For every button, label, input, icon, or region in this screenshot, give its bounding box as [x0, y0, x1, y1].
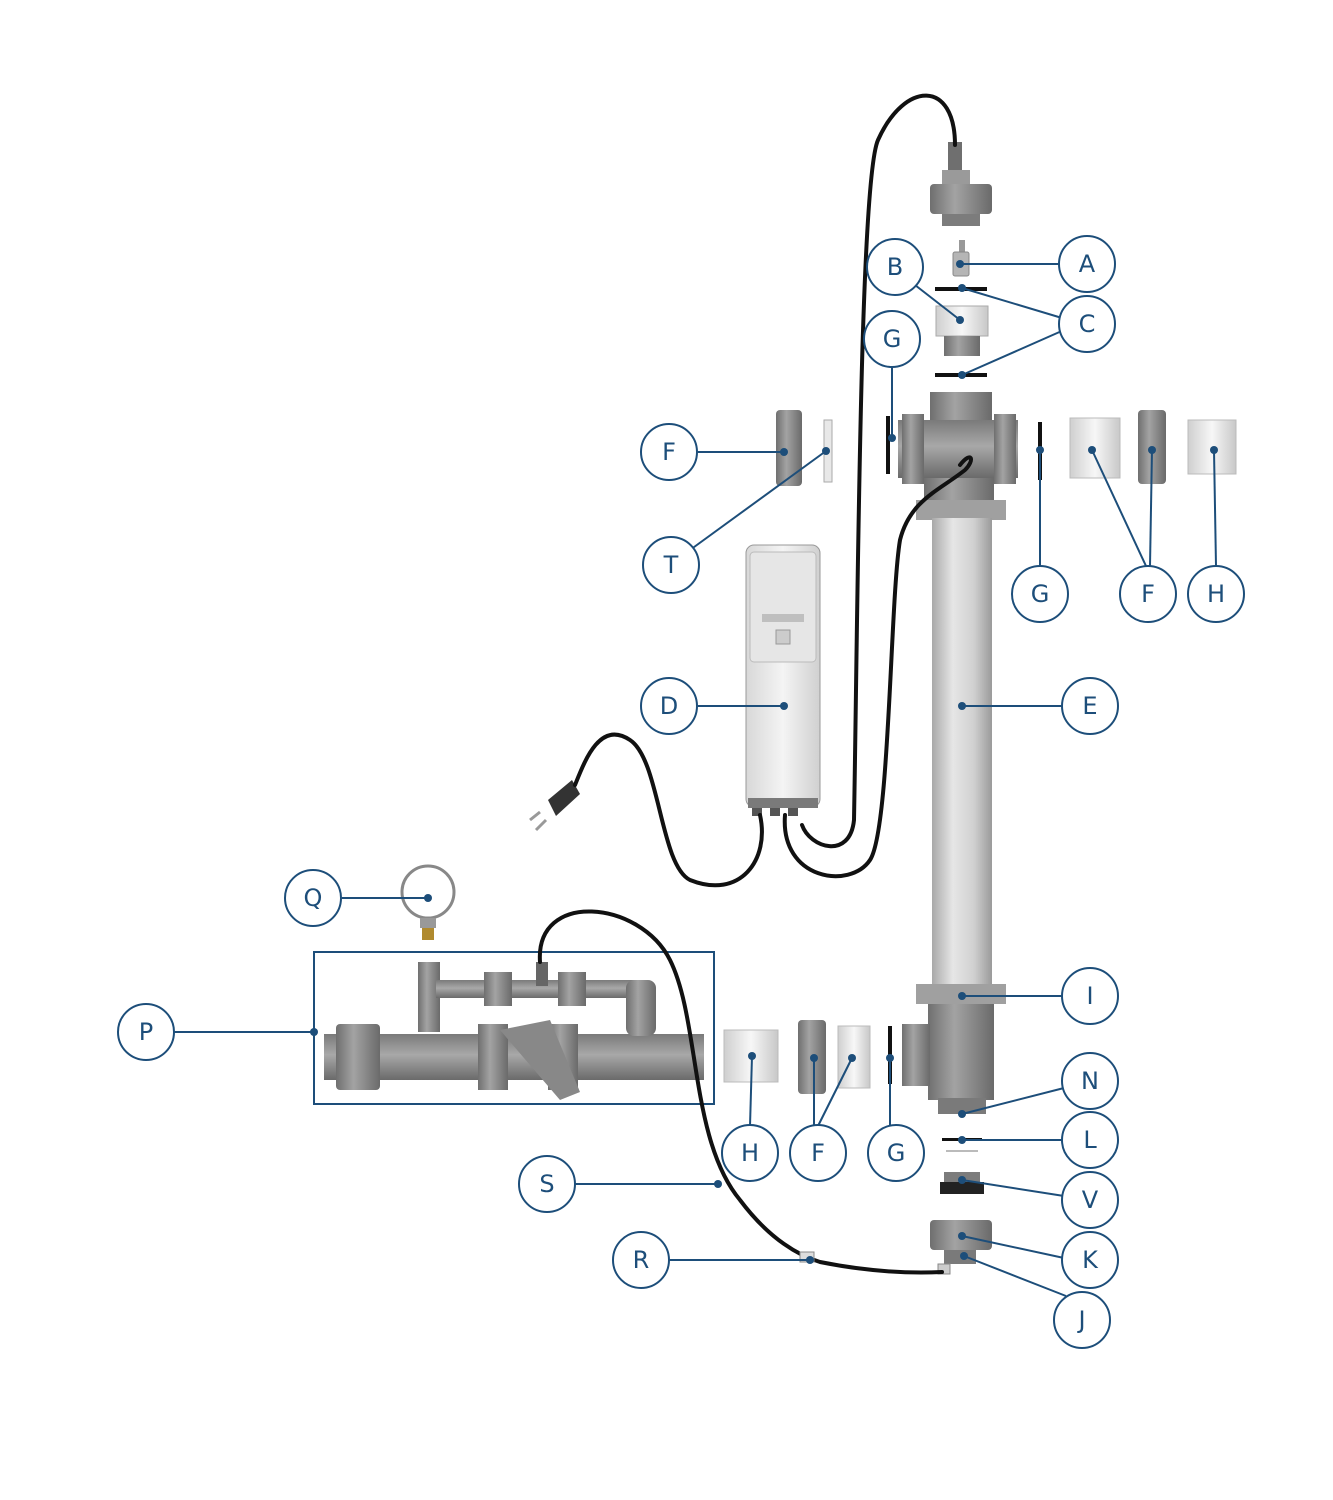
callout-L-label: L	[1083, 1126, 1097, 1154]
adapter-right	[1187, 419, 1237, 475]
washer-bottom	[946, 1150, 978, 1152]
bottom-cap	[930, 1220, 992, 1275]
callout-B: B	[866, 238, 924, 296]
callout-H-right: H	[1187, 565, 1245, 623]
callout-F-bottom-label: F	[811, 1139, 825, 1167]
callout-R: R	[612, 1231, 670, 1289]
callout-G-top-label: G	[883, 325, 902, 353]
sensor-cable-upper	[782, 455, 973, 879]
callout-F-bottom: F	[789, 1124, 847, 1182]
callout-B-label: B	[887, 253, 903, 281]
callout-S-label: S	[539, 1170, 554, 1198]
leader-lines	[174, 260, 1218, 1297]
callout-H-bottom: H	[721, 1124, 779, 1182]
pressure-gauge	[400, 864, 456, 940]
callout-F-left: F	[640, 423, 698, 481]
lower-housing	[902, 1004, 994, 1114]
callout-L: L	[1061, 1111, 1119, 1169]
callout-F-right-label: F	[1141, 580, 1155, 608]
lamp-cap-top	[930, 142, 992, 226]
callout-F-left-label: F	[662, 438, 676, 466]
callout-G-bottom-label: G	[887, 1139, 906, 1167]
callout-N-label: N	[1081, 1067, 1099, 1095]
upper-housing	[898, 392, 1018, 520]
callout-C-label: C	[1079, 310, 1096, 338]
callout-H-right-label: H	[1207, 580, 1225, 608]
callout-N: N	[1061, 1052, 1119, 1110]
callout-P: P	[117, 1003, 175, 1061]
callout-V: V	[1061, 1171, 1119, 1229]
callout-Q: Q	[284, 869, 342, 927]
callout-K-label: K	[1082, 1246, 1099, 1274]
sleeve-nut	[935, 305, 989, 356]
sensor-cable-lower	[537, 909, 944, 1275]
bypass-assembly	[313, 951, 715, 1105]
callout-T: T	[642, 536, 700, 594]
callout-A-label: A	[1079, 250, 1096, 278]
o-ring-g-top	[886, 416, 890, 474]
callout-S: S	[518, 1155, 576, 1213]
callout-Q-label: Q	[304, 884, 323, 912]
power-cable	[573, 732, 764, 888]
control-unit	[745, 544, 821, 816]
callout-P-label: P	[139, 1018, 153, 1046]
lamp-connector-pin	[952, 240, 970, 277]
callout-H-bottom-label: H	[741, 1139, 759, 1167]
callout-F-right: F	[1119, 565, 1177, 623]
callout-T-label: T	[663, 551, 679, 579]
callout-E-label: E	[1082, 692, 1097, 720]
callout-I: I	[1061, 967, 1119, 1025]
callout-G-right: G	[1011, 565, 1069, 623]
callout-J-label: J	[1076, 1306, 1085, 1334]
uv-chamber-tube	[932, 518, 992, 986]
lamp-cable	[800, 93, 957, 849]
callout-I-label: I	[1086, 982, 1093, 1010]
union-nut-left	[776, 410, 802, 486]
callout-D-label: D	[660, 692, 678, 720]
callout-C: C	[1058, 295, 1116, 353]
callout-A: A	[1058, 235, 1116, 293]
callout-D: D	[640, 677, 698, 735]
callout-G-right-label: G	[1031, 580, 1050, 608]
callout-V-label: V	[1082, 1186, 1099, 1214]
callout-G-top: G	[863, 310, 921, 368]
callout-G-bottom: G	[867, 1124, 925, 1182]
callout-K: K	[1061, 1231, 1119, 1289]
callout-R-label: R	[633, 1246, 650, 1274]
callout-J: J	[1053, 1291, 1111, 1349]
power-plug	[529, 780, 580, 832]
callout-E: E	[1061, 677, 1119, 735]
